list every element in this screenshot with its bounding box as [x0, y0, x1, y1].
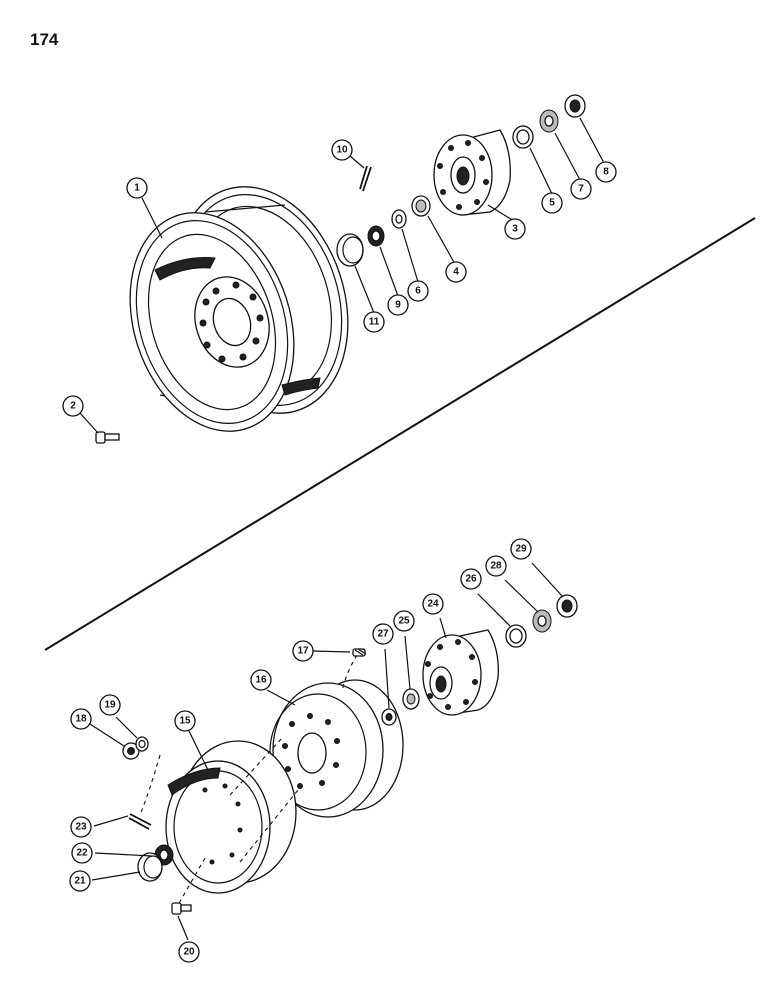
callout-17: 17 [292, 640, 314, 662]
callout-19: 19 [99, 694, 121, 716]
svg-text:25: 25 [398, 616, 410, 627]
svg-text:21: 21 [74, 876, 86, 887]
cotter-pin-part-23 [128, 813, 152, 830]
stud-part-17 [352, 648, 367, 657]
callout-26: 26 [460, 568, 482, 590]
assembly-dashed-paths [139, 654, 358, 906]
bearing-cup-part-5 [512, 125, 534, 149]
bearing-cone-part-7 [539, 109, 559, 133]
upper-leader-lines [79, 117, 605, 434]
bearing-cup-part-26 [505, 624, 527, 648]
bearing-cone-part-4 [411, 195, 431, 217]
svg-text:28: 28 [490, 561, 502, 572]
section-divider-line [44, 217, 756, 651]
lower-leader-lines [89, 562, 564, 941]
svg-text:29: 29 [515, 544, 527, 555]
page-number: 174 [30, 30, 59, 49]
wheel-disc-part-16 [269, 679, 404, 818]
svg-text:24: 24 [427, 599, 439, 610]
hub-cap-part-21 [137, 852, 163, 882]
hub-part-24 [422, 629, 499, 716]
svg-text:6: 6 [415, 286, 421, 297]
callout-6: 6 [407, 280, 429, 302]
callout-25: 25 [393, 610, 415, 632]
seal-part-29 [556, 594, 578, 618]
lock-washer-part-19 [135, 736, 149, 752]
svg-text:22: 22 [76, 848, 88, 859]
callout-18: 18 [70, 708, 92, 730]
callout-3: 3 [504, 218, 526, 240]
callout-24: 24 [422, 593, 444, 615]
callout-21: 21 [69, 870, 91, 892]
bolt-part-20 [171, 902, 192, 915]
callout-10: 10 [331, 139, 353, 161]
svg-text:15: 15 [179, 716, 191, 727]
callout-11: 11 [363, 311, 385, 333]
svg-text:9: 9 [395, 300, 401, 311]
rim-part-15 [165, 740, 297, 894]
svg-text:20: 20 [183, 947, 195, 958]
callout-29: 29 [510, 538, 532, 560]
svg-text:18: 18 [75, 714, 87, 725]
seal-part-8 [564, 94, 586, 118]
svg-text:5: 5 [549, 198, 555, 209]
wheel-rim-part-1 [129, 186, 349, 432]
callout-27: 27 [372, 623, 394, 645]
washer-part-6 [391, 209, 407, 229]
svg-text:7: 7 [578, 184, 584, 195]
svg-text:17: 17 [297, 646, 309, 657]
callout-15: 15 [174, 710, 196, 732]
callout-16: 16 [250, 669, 272, 691]
callout-22: 22 [71, 842, 93, 864]
callout-23: 23 [70, 816, 92, 838]
bolt-part-2 [95, 431, 120, 444]
castle-nut-part-9 [367, 225, 385, 247]
hub-part-3 [433, 129, 511, 216]
callout-2: 2 [62, 395, 84, 417]
callout-1: 1 [126, 177, 148, 199]
washer-part-27 [381, 708, 397, 726]
nut-part-18 [122, 742, 140, 760]
bearing-cone-part-25 [402, 688, 420, 710]
svg-text:8: 8 [603, 167, 609, 178]
bearing-cone-part-28 [532, 609, 552, 633]
hub-cap-part-11 [336, 233, 364, 267]
svg-text:11: 11 [369, 317, 380, 328]
callout-28: 28 [485, 555, 507, 577]
callout-8: 8 [595, 161, 617, 183]
svg-text:26: 26 [465, 574, 477, 585]
svg-text:23: 23 [75, 822, 87, 833]
svg-text:2: 2 [70, 401, 76, 412]
callout-labels: 1 2 3 4 5 6 7 8 9 10 11 15 16 17 18 19 2… [62, 139, 617, 963]
callout-5: 5 [541, 192, 563, 214]
callout-9: 9 [387, 294, 409, 316]
callout-4: 4 [445, 261, 467, 283]
callout-20: 20 [178, 941, 200, 963]
svg-text:4: 4 [453, 267, 459, 278]
svg-text:1: 1 [134, 183, 140, 194]
svg-text:16: 16 [255, 675, 267, 686]
svg-text:27: 27 [377, 629, 389, 640]
callout-7: 7 [570, 178, 592, 200]
cotter-pin-part-10 [359, 165, 372, 192]
lower-wheel-assembly [89, 562, 578, 941]
upper-wheel-assembly [79, 94, 605, 444]
svg-text:19: 19 [104, 700, 116, 711]
svg-text:10: 10 [336, 145, 348, 156]
svg-text:3: 3 [512, 224, 518, 235]
